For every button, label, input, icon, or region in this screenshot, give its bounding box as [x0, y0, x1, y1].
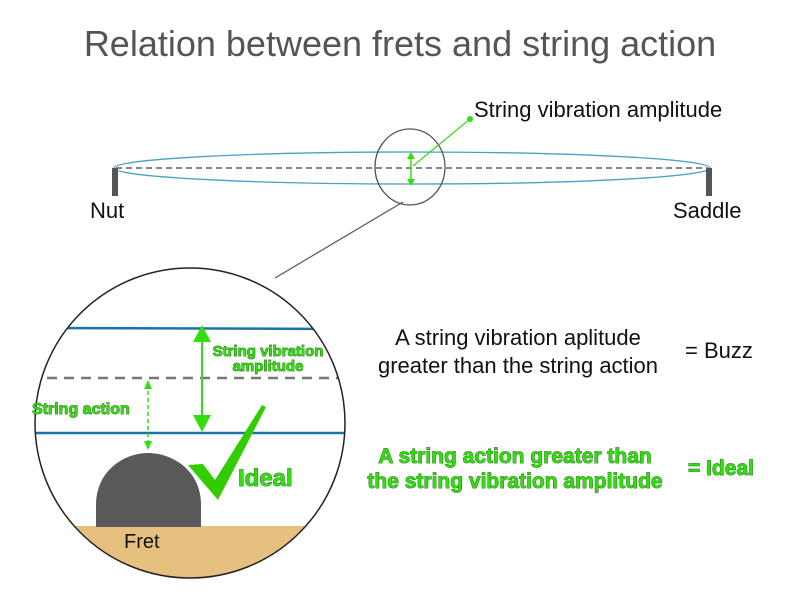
- ideal-label: Ideal: [238, 465, 293, 492]
- buzz-result: = Buzz: [685, 338, 753, 363]
- ideal-rule-line1: A string action greater than: [378, 445, 651, 468]
- check-icon: [188, 405, 266, 500]
- nut-bar: [112, 168, 118, 196]
- zoom-amplitude-label-2: amplitude: [233, 358, 304, 375]
- fretboard-wood: [35, 526, 345, 578]
- nut-label: Nut: [90, 198, 124, 223]
- callout-line: [412, 118, 471, 167]
- arrow-heads: [407, 152, 415, 186]
- fret-crown: [96, 453, 201, 527]
- page-title: Relation between frets and string action: [84, 23, 716, 64]
- buzz-rule-line2: greater than the string action: [378, 353, 658, 378]
- zoom-amplitude-label-1: String vibration: [213, 343, 324, 360]
- magnified-view: [35, 326, 345, 578]
- amplitude-label: String vibration amplitude: [474, 97, 722, 122]
- ideal-rule-line2: the string vibration amplitude: [367, 470, 662, 493]
- string-action-label: String action: [32, 401, 130, 418]
- buzz-rule-line1: A string vibration aplitude: [395, 325, 641, 350]
- zoom-connector: [274, 201, 404, 279]
- ideal-result: = Ideal: [688, 457, 754, 480]
- string-upper: [35, 326, 345, 331]
- saddle-bar: [706, 168, 712, 196]
- callout-dot: [467, 116, 473, 122]
- saddle-label: Saddle: [673, 198, 742, 223]
- fret-label: Fret: [124, 531, 160, 553]
- magnifier-circle: [374, 128, 446, 206]
- lens-border: [34, 267, 346, 579]
